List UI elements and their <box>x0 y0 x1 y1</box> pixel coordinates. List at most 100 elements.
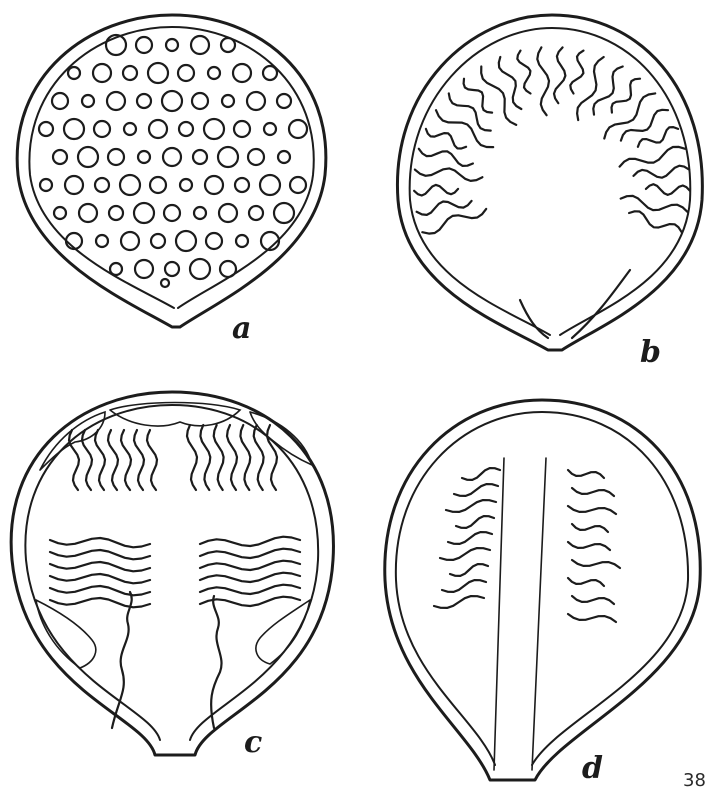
figure-a-cell <box>162 91 182 111</box>
figure-c-lamellae <box>50 425 300 607</box>
figure-d-lamellae <box>434 468 620 622</box>
figure-c-lamella <box>50 550 150 559</box>
figure-a-cell <box>176 231 196 251</box>
figure-a-cell <box>121 232 139 250</box>
figure-c-inner-wall <box>25 405 318 740</box>
figure-a-cell <box>165 262 179 276</box>
figure-d-lamella-left <box>446 500 496 512</box>
figure-a-cell <box>220 261 236 277</box>
figure-a-cell <box>82 95 94 107</box>
figure-a-cell <box>96 235 108 247</box>
figure-a-cell <box>179 122 193 136</box>
figure-b-lamella <box>417 201 472 215</box>
figure-a-cell <box>248 149 264 165</box>
figure-a-cell <box>138 151 150 163</box>
figure-a-cell <box>193 150 207 164</box>
figure-c-lamella <box>147 430 157 490</box>
figure-b-lamella <box>554 47 565 103</box>
figure-b-lamella <box>517 51 530 94</box>
figure-d-lamella-left <box>440 548 490 560</box>
figure-d-lamella-right <box>568 614 616 622</box>
figure-b-lamella <box>621 196 688 212</box>
figure-a-cell <box>109 206 123 220</box>
figure-c-chamber-bottom-left <box>36 600 96 668</box>
figure-d-lamella-left <box>442 580 486 592</box>
figure-d-inner-wall <box>396 412 688 765</box>
figure-a-cell <box>65 176 83 194</box>
figure-b-lamella <box>414 185 458 196</box>
figure-a-cell <box>166 39 178 51</box>
figure-c-lamella <box>200 597 300 606</box>
figure-a-cell <box>149 120 167 138</box>
page-number: 38 <box>683 770 706 791</box>
figure-a-cell <box>178 65 194 81</box>
figure-a-cell <box>208 67 220 79</box>
figure-a-cell <box>278 151 290 163</box>
figure-d-lamella-left <box>456 516 494 528</box>
figure-c-lamella <box>267 425 277 490</box>
figure-d: d <box>385 400 700 786</box>
figure-c-lamella <box>200 425 210 490</box>
figure-a-cell <box>107 92 125 110</box>
figure-d-lamella-right <box>572 524 608 532</box>
figure-a-cell <box>180 179 192 191</box>
figure-a-cell <box>124 123 136 135</box>
figure-a-cell <box>194 207 206 219</box>
figure-a-cell <box>110 263 122 275</box>
figure-c-lamella <box>200 537 300 546</box>
figure-a-cell <box>219 204 237 222</box>
figure-c-chamber-top-right <box>250 412 312 465</box>
figure-b-lamella <box>426 129 466 149</box>
figure-d-lamella-left <box>434 596 484 608</box>
figure-a-cell <box>137 94 151 108</box>
figure-c-lamella <box>50 562 150 571</box>
figure-a-cell <box>164 205 180 221</box>
figure-b-lamella <box>621 110 668 141</box>
figure-d-lamella-left <box>462 468 500 480</box>
figure-c-lamella <box>200 561 300 570</box>
figure-a: a <box>17 15 326 346</box>
figure-b-lamella <box>537 47 549 115</box>
figure-d-lamella-right <box>572 596 614 604</box>
figure-b-lamella <box>481 67 516 125</box>
figure-a-cell <box>151 234 165 248</box>
figure-d-label: d <box>582 751 603 786</box>
figure-b-lamella <box>436 110 493 147</box>
figure-d-outer-wall <box>385 400 700 780</box>
figure-d-lamella-right <box>568 578 604 586</box>
figure-b-outer-wall <box>397 15 702 350</box>
figure-c-lamella <box>108 430 118 490</box>
figure-a-cell <box>277 94 291 108</box>
figure-b-lamella <box>499 57 522 109</box>
figure-a-cell <box>93 64 111 82</box>
figure-b-inner-wall <box>410 28 691 335</box>
figure-a-cell <box>135 260 153 278</box>
figure-d-lamella-right <box>568 542 610 550</box>
figure-c-lamella <box>200 585 300 594</box>
figure-a-cell <box>218 147 238 167</box>
figure-c-lamella <box>200 573 300 582</box>
figure-a-cell <box>221 38 235 52</box>
figure-a-cell <box>94 121 110 137</box>
figure-c-lamella <box>240 425 250 490</box>
figure-d-lamella-left <box>450 564 488 576</box>
figure-a-cell <box>236 235 248 247</box>
figure-a-cell <box>290 177 306 193</box>
figure-a-cell <box>249 206 263 220</box>
figure-c-lamella <box>50 538 150 547</box>
figure-b-lamella <box>646 184 690 195</box>
figure-c-lamella <box>134 430 144 490</box>
figure-d-lamella-right <box>568 506 616 514</box>
figure-a-cell <box>52 93 68 109</box>
figure-a-cell <box>204 119 224 139</box>
figure-b: b <box>397 15 702 370</box>
figure-a-cell <box>134 203 154 223</box>
figure-a-cell <box>222 95 234 107</box>
figure-c-chamber-top-center <box>110 403 240 427</box>
figure-a-cell <box>53 150 67 164</box>
figure-a-cell <box>264 123 276 135</box>
figure-a-cell <box>120 175 140 195</box>
figure-a-cell <box>68 67 80 79</box>
figure-a-cell <box>247 92 265 110</box>
figure-c-lamella <box>200 549 300 558</box>
